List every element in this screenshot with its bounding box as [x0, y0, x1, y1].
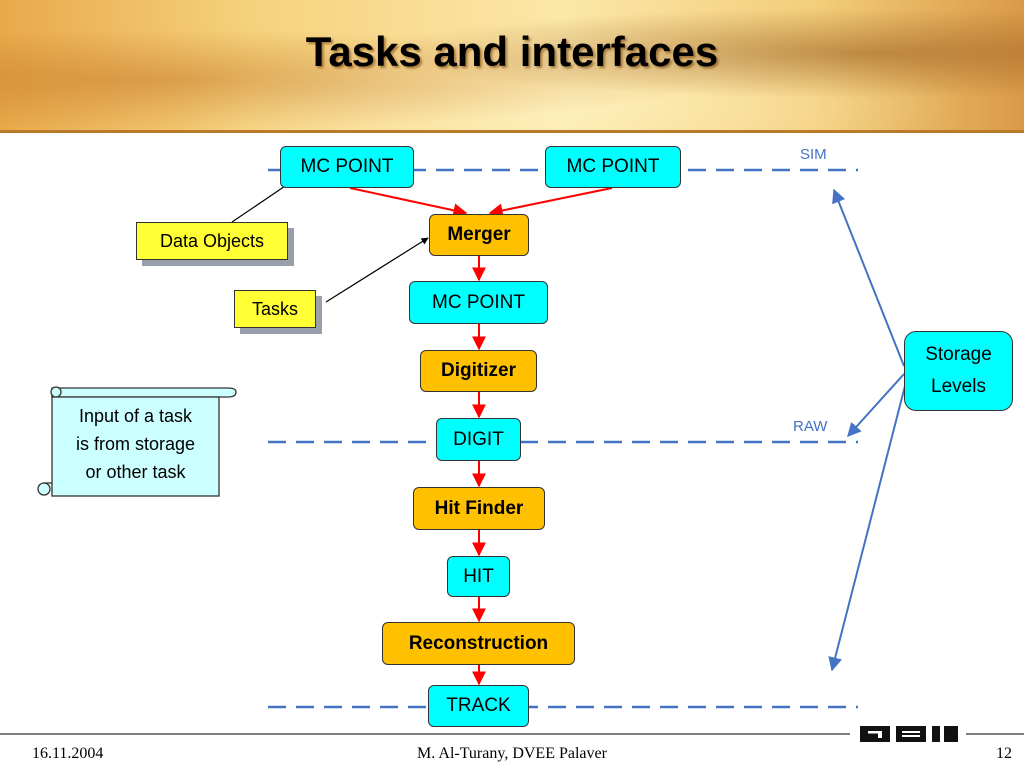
footer-date: 16.11.2004 [32, 745, 104, 762]
header-banner: Tasks and interfaces [0, 0, 1024, 133]
hit-finder-task: Hit Finder [413, 487, 545, 530]
flow-arrow [488, 187, 613, 218]
mc-point-merged-node: MC POINT [409, 281, 548, 324]
gsi-logo-mark [860, 726, 958, 742]
mc-point-right-node: MC POINT [545, 146, 681, 188]
note-line-2: is from storage [75, 434, 196, 454]
raw-level-label: RAW [793, 418, 828, 435]
track-node: TRACK [428, 685, 529, 727]
gsi-logo [856, 722, 964, 746]
scroll-note: Input of a task is from storage or other… [52, 402, 219, 486]
mc-point-left-node: MC POINT [280, 146, 414, 188]
note-line-1: Input of a task [78, 406, 193, 426]
pointer-arrow [325, 237, 429, 303]
hit-node: HIT [447, 556, 510, 597]
note-line-3: or other task [85, 462, 186, 482]
storage-line-1: Storage [925, 344, 992, 365]
storage-arrow [832, 188, 905, 367]
scroll-shape [37, 386, 237, 497]
tasks-callout: Tasks [234, 290, 316, 328]
storage-arrow [828, 381, 907, 672]
footer-page-number: 12 [996, 745, 1012, 762]
slide-title: Tasks and interfaces [305, 28, 719, 75]
digit-node: DIGIT [436, 418, 521, 461]
storage-arrow [847, 373, 905, 438]
flow-arrow [349, 187, 468, 218]
storage-levels-box: Storage Levels [904, 331, 1013, 411]
reconstruction-task: Reconstruction [382, 622, 575, 665]
data-objects-callout: Data Objects [136, 222, 288, 260]
merger-task: Merger [429, 214, 529, 256]
storage-line-2: Levels [931, 376, 986, 397]
footer-author: M. Al-Turany, DVEE Palaver [417, 745, 607, 762]
digitizer-task: Digitizer [420, 350, 537, 392]
sim-level-label: SIM [800, 146, 827, 163]
